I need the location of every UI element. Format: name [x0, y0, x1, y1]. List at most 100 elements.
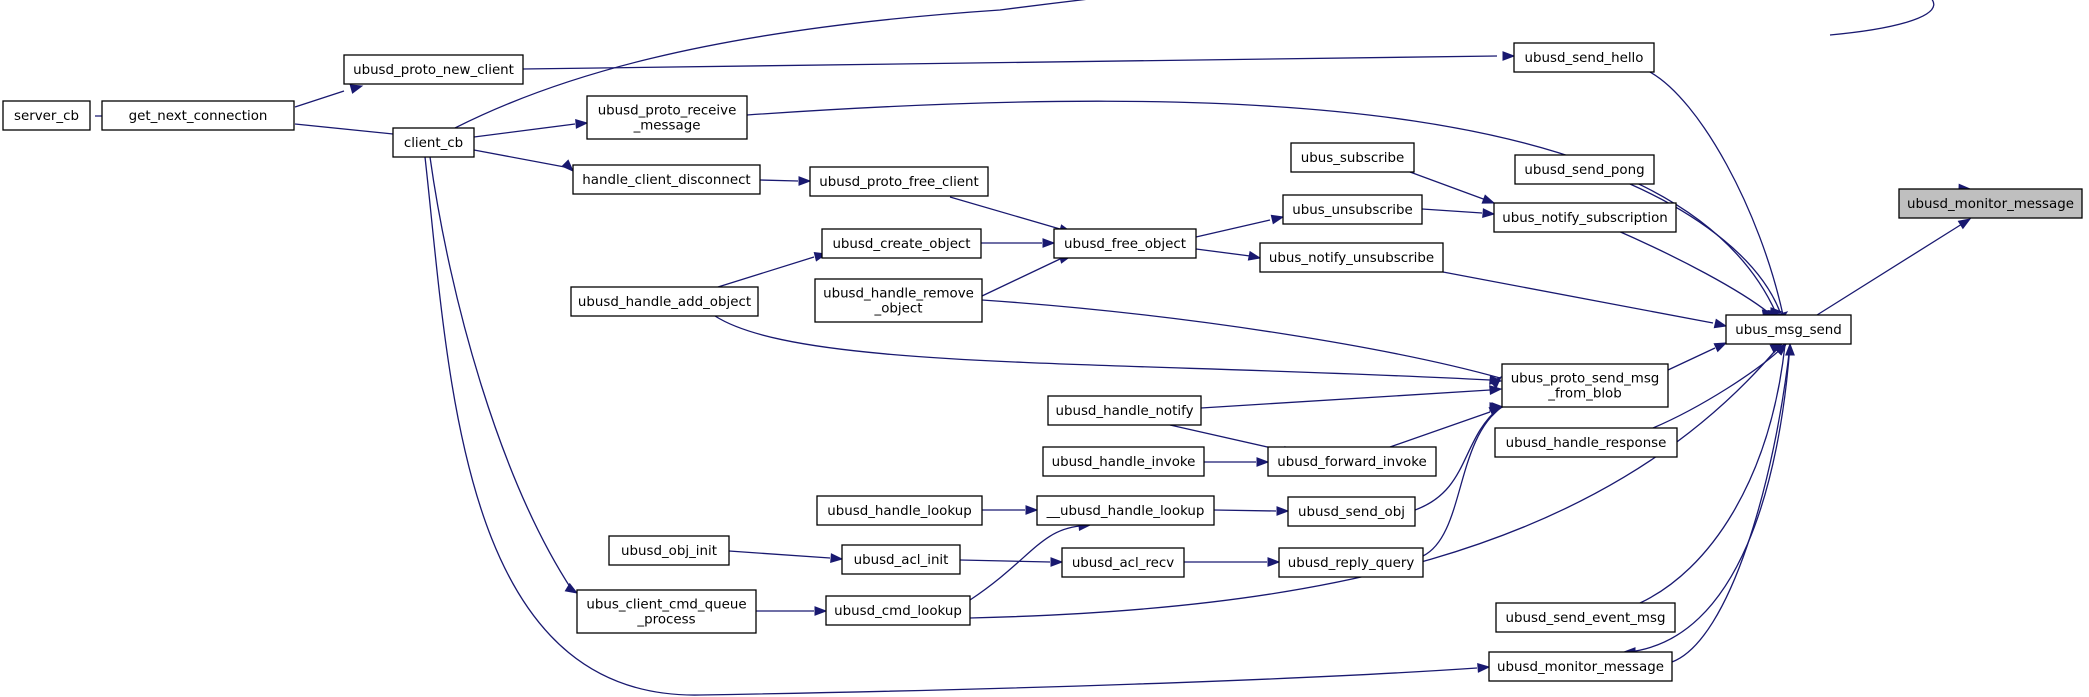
call-edge [294, 84, 364, 108]
arrow-head-icon [830, 553, 844, 563]
function-node-ubusd-obj-init[interactable]: ubusd_obj_init [608, 535, 730, 566]
arrow-head-icon [1502, 51, 1516, 61]
node-label: _process [636, 613, 695, 628]
call-edge-line [1213, 509, 1277, 512]
function-node-get-next-connection[interactable]: get_next_connection [101, 100, 295, 131]
function-node-ubusd-send-obj[interactable]: ubusd_send_obj [1287, 496, 1416, 527]
function-node-ubus-proto-send-msg-from-blob[interactable]: ubus_proto_send_msg_from_blob [1501, 363, 1669, 408]
node-box [101, 100, 295, 131]
call-edge [1649, 71, 1789, 323]
node-box [1061, 547, 1185, 578]
function-node-ubusd-send-hello[interactable]: ubusd_send_hello [1513, 42, 1655, 73]
function-node-ubusd-create-object[interactable]: ubusd_create_object [821, 228, 982, 259]
node-label: ubusd_proto_free_client [819, 175, 979, 190]
function-node-ubusd-proto-new-client[interactable]: ubusd_proto_new_client [343, 54, 524, 85]
node-label: handle_client_disconnect [582, 173, 750, 188]
call-edge-line [981, 299, 1501, 379]
node-label: ubus_notify_unsubscribe [1269, 251, 1434, 266]
node-box [814, 278, 983, 323]
arrow-head-icon [564, 582, 579, 594]
function-node-ubusd-cmd-lookup[interactable]: ubusd_cmd_lookup [825, 595, 971, 626]
call-edge-line [473, 123, 576, 138]
function-node-ubusd-proto-receive-message[interactable]: ubusd_proto_receive_message [586, 95, 748, 140]
function-node-ubusd-handle-notify[interactable]: ubusd_handle_notify [1047, 395, 1202, 426]
call-edge [982, 505, 1039, 515]
arrow-head-icon [1477, 663, 1491, 673]
call-edge-line [728, 550, 831, 559]
call-edge-line [424, 156, 1478, 696]
function-node-ubusd-handle-lookup[interactable]: ubusd_handle_lookup [816, 495, 983, 526]
node-label: ubusd_send_obj [1298, 505, 1405, 520]
call-edge-line [1615, 229, 1770, 314]
node-box [1495, 602, 1676, 633]
function-node-client-cb[interactable]: client_cb [392, 127, 475, 158]
arrow-head-icon [1774, 343, 1787, 356]
arrow-head-icon [561, 159, 574, 172]
call-edge-line [1649, 71, 1784, 316]
call-edge-line [522, 55, 1498, 70]
call-edge-line [1667, 347, 1716, 371]
function-node---ubusd-handle-lookup[interactable]: __ubusd_handle_lookup [1036, 495, 1215, 526]
node-box [1036, 495, 1215, 526]
function-node-ubus-msg-send[interactable]: ubus_msg_send [1725, 314, 1852, 345]
node-box [1513, 42, 1655, 73]
call-edge [1213, 506, 1290, 516]
call-edge-line [1671, 344, 1791, 663]
node-label: ubusd_handle_add_object [578, 295, 751, 310]
call-edge-line [1389, 411, 1491, 448]
function-node-ubusd-send-event-msg[interactable]: ubusd_send_event_msg [1495, 602, 1676, 633]
node-box [1278, 547, 1424, 578]
node-box [1259, 242, 1444, 273]
call-edge-line [759, 179, 799, 182]
function-node-server-cb[interactable]: server_cb [2, 100, 91, 131]
function-node-ubusd-proto-free-client[interactable]: ubusd_proto_free_client [809, 166, 989, 197]
function-node-ubusd-forward-invoke[interactable]: ubusd_forward_invoke [1267, 446, 1437, 477]
call-edge-line [1639, 344, 1786, 604]
function-node-ubus-notify-unsubscribe[interactable]: ubus_notify_unsubscribe [1259, 242, 1444, 273]
function-node-handle-client-disconnect[interactable]: handle_client_disconnect [572, 164, 761, 195]
function-node-ubusd-monitor-message-root[interactable]: ubusd_monitor_message [1898, 188, 2083, 219]
function-node-ubusd-handle-add-object[interactable]: ubusd_handle_add_object [570, 286, 759, 317]
call-edge [522, 51, 1516, 70]
function-node-ubusd-handle-remove-object[interactable]: ubusd_handle_remove_object [814, 278, 983, 323]
call-edge-line [473, 149, 571, 169]
node-box [343, 54, 524, 85]
node-label: ubusd_handle_lookup [827, 504, 971, 519]
call-edge-line [294, 123, 394, 135]
arrow-head-icon [1481, 194, 1496, 204]
function-node-ubus-client-cmd-queue-process[interactable]: ubus_client_cmd_queue_process [576, 589, 757, 634]
arrow-head-icon [1713, 318, 1728, 329]
call-edge [1816, 218, 1972, 316]
function-node-ubusd-acl-init[interactable]: ubusd_acl_init [841, 544, 961, 575]
arrow-head-icon [1247, 250, 1262, 261]
function-node-ubus-notify-subscription[interactable]: ubus_notify_subscription [1493, 202, 1677, 233]
call-edge-line [949, 196, 1061, 230]
function-node-ubusd-acl-recv[interactable]: ubusd_acl_recv [1061, 547, 1185, 578]
function-node-ubusd-monitor-message-caller[interactable]: ubusd_monitor_message [1488, 651, 1673, 682]
call-edge [1671, 342, 1795, 663]
node-label: ubusd_cmd_lookup [834, 604, 962, 619]
function-node-ubusd-reply-query[interactable]: ubusd_reply_query [1278, 547, 1424, 578]
node-box [825, 595, 971, 626]
arrow-head-icon [1270, 214, 1285, 225]
arrow-head-icon [1491, 402, 1505, 412]
call-edge-line [981, 258, 1061, 297]
function-node-ubusd-free-object[interactable]: ubusd_free_object [1053, 228, 1197, 259]
node-label: ubus_proto_send_msg [1511, 372, 1660, 387]
node-box [608, 535, 730, 566]
function-node-ubusd-send-pong[interactable]: ubusd_send_pong [1514, 154, 1655, 185]
function-node-ubus-unsubscribe[interactable]: ubus_unsubscribe [1282, 194, 1423, 225]
function-node-ubusd-handle-invoke[interactable]: ubusd_handle_invoke [1042, 446, 1205, 477]
node-label: ubusd_obj_init [621, 544, 717, 559]
arrow-head-icon [1489, 375, 1503, 385]
arrow-head-icon [1482, 208, 1496, 218]
function-node-ubusd-handle-response[interactable]: ubusd_handle_response [1494, 427, 1678, 458]
call-edge [1615, 229, 1776, 320]
arrow-head-icon [1256, 457, 1270, 467]
node-box [392, 127, 475, 158]
node-label: ubusd_handle_invoke [1052, 455, 1196, 470]
call-edge [424, 156, 1491, 696]
function-node-ubus-subscribe[interactable]: ubus_subscribe [1290, 142, 1415, 173]
call-edge-line [294, 90, 345, 108]
